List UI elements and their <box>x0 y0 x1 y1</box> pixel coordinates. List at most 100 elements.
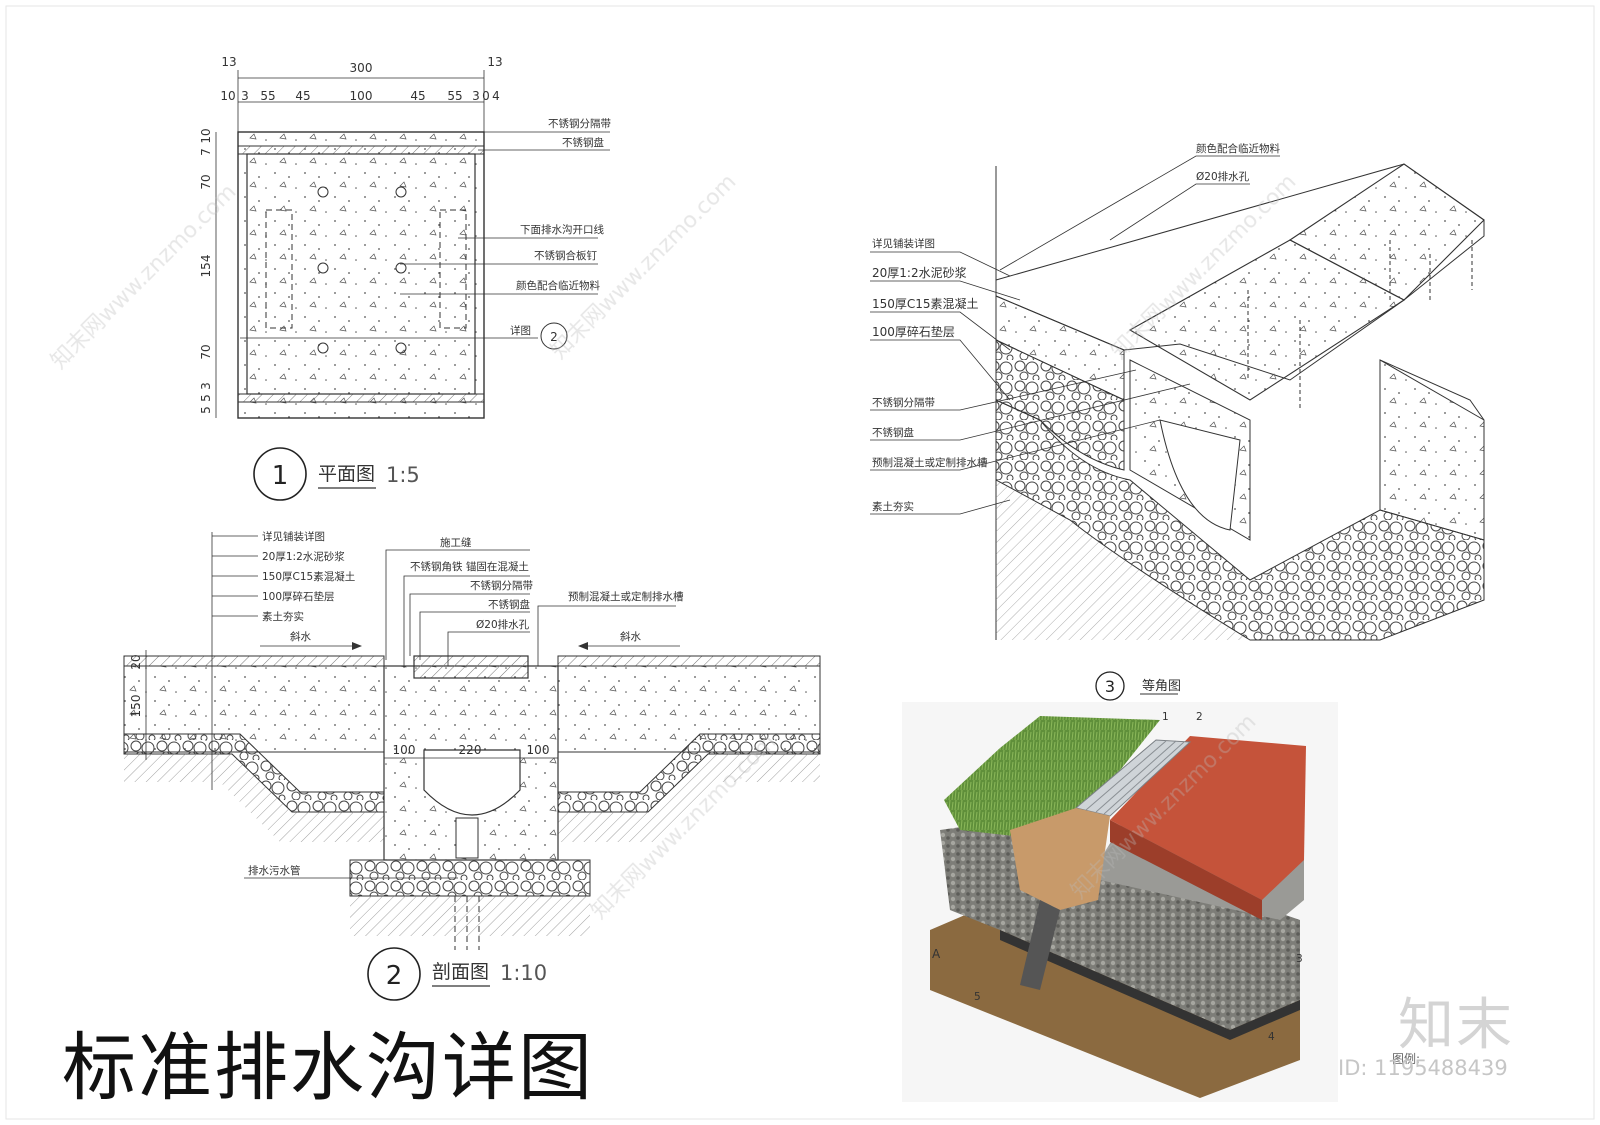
svg-text:2: 2 <box>1196 711 1203 723</box>
section-stainless-plate <box>413 655 529 679</box>
rendering-grating <box>1074 739 1192 817</box>
section-u-channel <box>423 749 521 816</box>
iso-soil <box>996 480 1250 640</box>
svg-text:55: 55 <box>260 89 275 103</box>
svg-text:45: 45 <box>295 89 310 103</box>
section-view: 详见铺装详图 20厚1:2水泥砂浆 150厚C15素混凝土 100厚碎石垫层 素… <box>123 530 821 1001</box>
iso-gravel-bed <box>995 399 1485 641</box>
section-label-soil: 素土夯实 <box>262 610 304 623</box>
rendering-grass <box>944 716 1160 840</box>
main-title: 标准排水沟详图 <box>62 1025 594 1111</box>
plan-stainless-band-top <box>237 145 485 155</box>
plan-ref-number: 2 <box>550 330 558 344</box>
sheet-frame <box>5 5 1595 1120</box>
section-dim-right: 100 <box>527 743 550 757</box>
section-label-pipe: 排水污水管 <box>248 864 301 877</box>
section-label-gravel: 100厚碎石垫层 <box>262 590 335 603</box>
iso-title: 等角图 <box>1142 678 1181 694</box>
drain-rendering: 1 2 3 4 5 A <box>902 702 1338 1102</box>
svg-text:3: 3 <box>241 89 249 103</box>
plan-label-detail: 详图 <box>510 324 531 337</box>
section-label-plate: 不锈钢盘 <box>488 598 530 611</box>
iso-label-divider: 不锈钢分隔带 <box>872 396 935 409</box>
iso-title-number: 3 <box>1105 677 1115 696</box>
svg-text:100: 100 <box>350 89 373 103</box>
section-scale: 1:10 <box>500 961 547 985</box>
svg-text:10: 10 <box>199 128 213 143</box>
id-watermark: ID: 1195488439 <box>1338 1056 1508 1080</box>
svg-text:1: 1 <box>1162 711 1169 723</box>
svg-text:0: 0 <box>482 89 490 103</box>
iso-label-color: 颜色配合临近物料 <box>1196 142 1280 155</box>
iso-cover-plate-next <box>1288 163 1485 301</box>
rendering-callouts: 1 2 3 4 5 A <box>932 711 1303 1043</box>
iso-label-soil: 素土夯实 <box>872 500 914 513</box>
section-label-trench: 预制混凝土或定制排水槽 <box>568 590 684 603</box>
section-label-angle: 不锈钢角铁 锚固在混凝土 <box>410 560 529 573</box>
plan-label-stainless-plate: 不锈钢盘 <box>562 136 604 149</box>
section-outlet-pipe <box>455 817 479 859</box>
plan-label-stainless-divider: 不锈钢分隔带 <box>548 117 611 130</box>
plan-opening-line-left <box>265 209 293 329</box>
section-dim-center: 220 <box>459 743 482 757</box>
plan-view: 300 13 13 10 3 55 45 100 45 55 3 0 4 10 … <box>199 55 611 501</box>
section-label-paving: 详见铺装详图 <box>262 530 325 543</box>
svg-text:70: 70 <box>199 174 213 189</box>
section-dim-150: 150 <box>129 695 143 718</box>
svg-text:3: 3 <box>472 89 480 103</box>
svg-text:5: 5 <box>199 406 213 414</box>
legend-label: 图例: <box>1392 1052 1421 1066</box>
plan-dim-300: 300 <box>350 61 373 75</box>
svg-text:知末网www.znzmo.com: 知末网www.znzmo.com <box>547 169 742 364</box>
iso-label-plate: 不锈钢盘 <box>872 426 914 439</box>
section-mortar-right <box>557 655 821 667</box>
plan-title-circle <box>253 447 307 501</box>
section-soil-left <box>124 754 384 842</box>
plan-dim-13-left: 13 <box>221 55 236 69</box>
iso-u-trench <box>1159 419 1241 531</box>
svg-text:4: 4 <box>1268 1031 1275 1043</box>
plan-drain-holes <box>317 186 407 354</box>
section-dim-20: 20 <box>129 654 143 669</box>
svg-text:3: 3 <box>1296 953 1303 965</box>
section-slope-right: 斜水 <box>620 630 641 643</box>
iso-label-trench: 预制混凝土或定制排水槽 <box>872 456 988 469</box>
iso-label-paving: 详见铺装详图 <box>872 237 935 250</box>
section-dim-left: 100 <box>393 743 416 757</box>
plan-stainless-band-bottom <box>237 393 485 403</box>
section-base-soil <box>350 896 590 936</box>
plan-outer-frame <box>237 131 485 419</box>
plan-ref-circle <box>540 322 568 350</box>
plan-label-opening-line: 下面排水沟开口线 <box>520 223 604 236</box>
brand-logo-text: 知末 <box>1398 993 1514 1058</box>
iso-title-circle <box>1095 671 1125 701</box>
plan-scale: 1:5 <box>386 463 420 487</box>
isometric-view: 详见铺装详图 20厚1:2水泥砂浆 150厚C15素混凝土 100厚碎石垫层 不… <box>870 142 1485 701</box>
section-mortar-left <box>123 655 385 667</box>
section-title-circle <box>367 947 421 1001</box>
svg-text:45: 45 <box>410 89 425 103</box>
iso-label-gravel: 100厚碎石垫层 <box>872 324 955 339</box>
section-slope-left: 斜水 <box>290 630 311 643</box>
svg-text:154: 154 <box>199 255 213 278</box>
section-label-mortar: 20厚1:2水泥砂浆 <box>262 550 345 563</box>
svg-text:7: 7 <box>199 148 213 156</box>
rendering-red-paver <box>1110 736 1306 900</box>
plan-dim-row: 10 3 55 45 100 45 55 3 0 4 <box>220 89 499 103</box>
rendering-drain-channel <box>1010 808 1110 910</box>
plan-title: 平面图 <box>318 463 375 485</box>
svg-text:5: 5 <box>974 991 981 1003</box>
iso-label-mortar: 20厚1:2水泥砂浆 <box>872 265 967 280</box>
svg-text:3: 3 <box>199 382 213 390</box>
section-label-concrete: 150厚C15素混凝土 <box>262 570 355 583</box>
section-label-joint: 施工缝 <box>440 536 472 549</box>
plan-opening-line-right <box>439 209 467 329</box>
svg-text:5: 5 <box>199 394 213 402</box>
rendering-outlet <box>1020 900 1060 990</box>
svg-text:4: 4 <box>492 89 500 103</box>
section-label-divider: 不锈钢分隔带 <box>470 579 533 592</box>
plan-dim-left: 10 7 70 154 70 3 5 5 <box>199 128 213 413</box>
section-soil-right <box>558 754 820 842</box>
plan-label-plate-nail: 不锈钢合板钉 <box>534 249 597 262</box>
